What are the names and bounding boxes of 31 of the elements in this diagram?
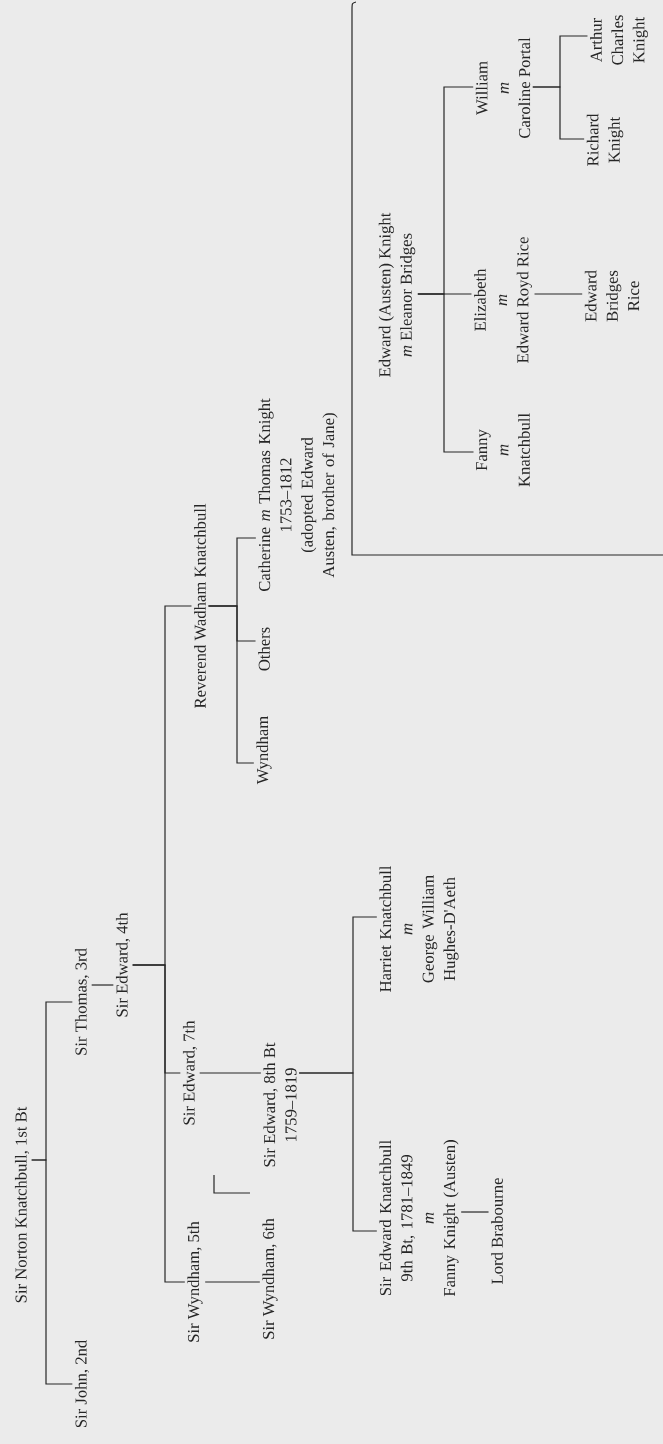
connector-line: [207, 537, 257, 607]
connector-line: [298, 916, 378, 1074]
connector-line: [417, 86, 474, 295]
name-label: Sir Edward, 4th: [115, 912, 131, 1017]
connector-line: [91, 984, 114, 986]
name-label: Sir Edward, 8th Bt 1759–1819: [263, 1042, 297, 1167]
connector-line: [204, 1281, 261, 1283]
name-label: Sir Norton Knatchbull, 1st Bt: [14, 1106, 30, 1303]
connector-line: [533, 293, 583, 295]
name-label: Lord Brabourne: [491, 1178, 503, 1284]
connector-line: [199, 1072, 262, 1074]
connector-line: [31, 1001, 73, 1161]
name-label: Edward Bridges Rice: [584, 270, 640, 322]
name-label: Sir Wyndham, 5th: [187, 1221, 203, 1342]
name-label: Richard Knight: [586, 113, 624, 166]
name-label: Sir Wyndham, 6th: [262, 1218, 278, 1339]
name-label: Elizabeth m Edward Royd Rice: [474, 237, 532, 363]
name-label: Harriet Knatchbull m George William Hughes-D'Aeth: [379, 865, 459, 992]
name-label: Others: [258, 627, 270, 671]
name-label: Sir Edward Knatchbull 9th Bt, 1781–1849 m Fanny Knight (Austen): [379, 1140, 459, 1297]
name-label: William m Caroline Portal: [475, 37, 531, 138]
connector-line: [132, 605, 193, 966]
name-label: Reverend Wadham Knatchbull: [194, 503, 206, 709]
connector-line: [532, 35, 589, 88]
name-label: Wyndham: [256, 716, 272, 785]
name-label: Sir Edward, 7th: [182, 1020, 198, 1125]
name-label: Fanny m Knatchbull: [476, 413, 530, 487]
name-label: Arthur Charles Knight: [590, 15, 648, 65]
connector-line: [460, 1211, 490, 1213]
name-label: Sir Thomas, 3rd: [74, 948, 90, 1055]
name-label: Sir John, 2nd: [74, 1340, 90, 1428]
